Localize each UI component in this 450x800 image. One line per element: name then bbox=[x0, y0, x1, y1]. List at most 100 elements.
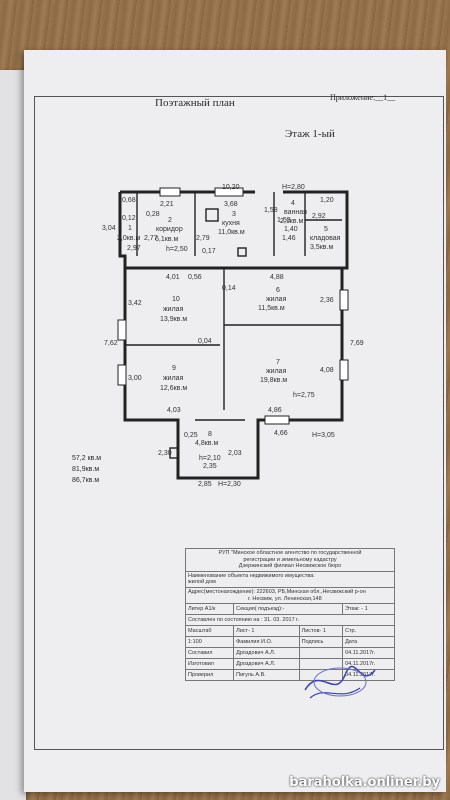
room-10-name: жилая bbox=[163, 306, 184, 313]
dim-r7-bottom: 4,86 bbox=[268, 407, 282, 414]
room-7-name: жилая bbox=[266, 368, 287, 375]
page-header: Стр. bbox=[342, 625, 395, 638]
scale-value: 1:100 bbox=[184, 636, 235, 649]
dim-left-mid: 2,97 bbox=[127, 245, 141, 252]
state-date: Составлен по состоянию на : 31. 03. 2017… bbox=[185, 614, 395, 627]
room-7-num: 7 bbox=[276, 359, 280, 366]
appendix-label: Приложение:__1__ bbox=[330, 93, 396, 102]
dim-r3-w: 3,68 bbox=[224, 201, 238, 208]
date-header: Дата bbox=[342, 636, 395, 649]
total-area-3: 86,7кв.м bbox=[72, 477, 100, 484]
dim-left-total: 7,62 bbox=[104, 340, 118, 347]
dim-r1-w2: 0,12 bbox=[122, 215, 136, 222]
dim-left-top: 3,04 bbox=[102, 225, 116, 232]
room-1-num: 1 bbox=[128, 225, 132, 232]
dim-r8-right: 2,03 bbox=[228, 450, 242, 457]
watermark: baraholka.onliner.by bbox=[289, 775, 440, 790]
room-9-num: 9 bbox=[172, 365, 176, 372]
dim-r9-left: 3,00 bbox=[128, 375, 142, 382]
dim-r2-side: 0,28 bbox=[146, 211, 160, 218]
dim-r8-bottom2: 2,85 bbox=[198, 481, 212, 488]
made-name: Дроздович А.Л. bbox=[233, 658, 300, 671]
dim-r7-right: 4,08 bbox=[320, 367, 334, 374]
room-3-num: 3 bbox=[232, 211, 236, 218]
address-label: Адрес(местонахождение): bbox=[188, 588, 255, 595]
dim-r-mid: 0,04 bbox=[198, 338, 212, 345]
drawing-frame bbox=[34, 96, 444, 750]
sheet-header: Лист- 1 bbox=[233, 625, 300, 638]
room-4-name: ванная bbox=[284, 209, 307, 216]
room-9-area: 12,6кв.м bbox=[160, 385, 187, 392]
room-5-num: 5 bbox=[324, 226, 328, 233]
room-3-name: кухня bbox=[222, 220, 240, 227]
room-9-name: жилая bbox=[163, 375, 184, 382]
floor-cell: Этаж: - 1 bbox=[342, 603, 395, 616]
dim-r5-bottom: 1,46 bbox=[282, 235, 296, 242]
dim-r5-side: 2,92 bbox=[312, 213, 326, 220]
room-2-name: коридор bbox=[156, 226, 183, 233]
dim-r2-w: 2,21 bbox=[160, 201, 174, 208]
paper-underlay bbox=[0, 70, 26, 800]
dim-r8-small: 0,25 bbox=[184, 432, 198, 439]
dim-r9-bottom: 4,03 bbox=[167, 407, 181, 414]
dim-r8-bottom: 2,35 bbox=[203, 463, 217, 470]
title-block: РУП "Минское областное агентство по госу… bbox=[184, 548, 395, 682]
total-area-2: 81,9кв.м bbox=[72, 466, 100, 473]
room-8-num: 8 bbox=[208, 431, 212, 438]
dim-r5-w: 1,20 bbox=[320, 197, 334, 204]
checked-header: Проверил bbox=[184, 669, 235, 682]
room-5-name: кладовая bbox=[310, 235, 341, 242]
dim-h-r7: h=2,75 bbox=[293, 392, 315, 399]
composed-name: Дроздович А.Л. bbox=[233, 647, 300, 660]
dim-r6-right: 2,36 bbox=[320, 297, 334, 304]
dim-r2-side2: 2,77 bbox=[144, 235, 158, 242]
org-line-3: Дзержинский филиал Несвижское бюро bbox=[238, 563, 342, 570]
room-2-num: 2 bbox=[168, 217, 172, 224]
room-6-name: жилая bbox=[266, 296, 287, 303]
room-2-area: 6,1кв.м bbox=[155, 236, 178, 243]
room-5-area: 3,5кв.м bbox=[310, 244, 333, 251]
address-line-1: 222603, РБ,Минская обл.,Несвижский р-он bbox=[256, 588, 366, 595]
room-8-area: 4,8кв.м bbox=[195, 440, 218, 447]
dim-r10-left: 3,42 bbox=[128, 300, 142, 307]
org-line-2: регистрации и земельному кадастру bbox=[243, 556, 337, 563]
room-4-num: 4 bbox=[291, 200, 295, 207]
surname-header: Фамилия И.О. bbox=[233, 636, 300, 649]
dim-r4-side2: 1,53 bbox=[277, 217, 291, 224]
room-10-num: 10 bbox=[172, 296, 180, 303]
sheets-header: Листов- 1 bbox=[298, 625, 344, 638]
signature-stamp bbox=[304, 665, 376, 699]
dim-bottom-right: 4,66 bbox=[274, 430, 288, 437]
dim-r6-small: 0,14 bbox=[222, 285, 236, 292]
dim-h-r8b: H=2,30 bbox=[218, 481, 241, 488]
room-3-area: 11,0кв.м bbox=[218, 229, 245, 236]
total-area-1: 57,2 кв.м bbox=[72, 455, 102, 462]
dim-r3-small: 0,17 bbox=[202, 248, 216, 255]
dim-h-corr: h=2,50 bbox=[166, 246, 188, 253]
room-4-area: 2,1кв.м bbox=[280, 218, 303, 225]
composed-header: Составил bbox=[184, 647, 235, 660]
org-line-1: РУП "Минское областное агентство по госу… bbox=[218, 550, 362, 556]
dim-h-top: H=2,80 bbox=[282, 184, 305, 191]
checked-name: Пигуль А.В. bbox=[233, 669, 300, 682]
dim-h-bottom: H=3,05 bbox=[312, 432, 335, 439]
room-7-area: 19,8кв.м bbox=[260, 377, 287, 384]
dim-r3-side: 2,79 bbox=[196, 235, 210, 242]
page-title: Поэтажный план bbox=[155, 97, 235, 109]
address-line-2: г. Несвиж, ул. Ленинская,148 bbox=[248, 595, 322, 602]
dim-r6-top: 4,88 bbox=[270, 274, 284, 281]
section: Секция( подъезд):- bbox=[233, 603, 344, 616]
dim-top-total: 10,20 bbox=[222, 184, 240, 191]
object-value: жилой дом bbox=[188, 579, 216, 586]
object-label: Наименование объекта недвижимого имущест… bbox=[188, 572, 315, 579]
dim-r4-w: 1,40 bbox=[284, 226, 298, 233]
dim-h-r8: h=2,10 bbox=[199, 455, 221, 462]
room-10-area: 13,9кв.м bbox=[160, 316, 187, 323]
dim-r10-small: 0,56 bbox=[188, 274, 202, 281]
litera: Литер А1/к bbox=[184, 603, 235, 616]
dim-r10-top: 4,01 bbox=[166, 274, 180, 281]
dim-r8-left: 2,30 bbox=[158, 450, 172, 457]
dim-r1-w: 0,68 bbox=[122, 197, 136, 204]
dim-right-total: 7,69 bbox=[350, 340, 364, 347]
